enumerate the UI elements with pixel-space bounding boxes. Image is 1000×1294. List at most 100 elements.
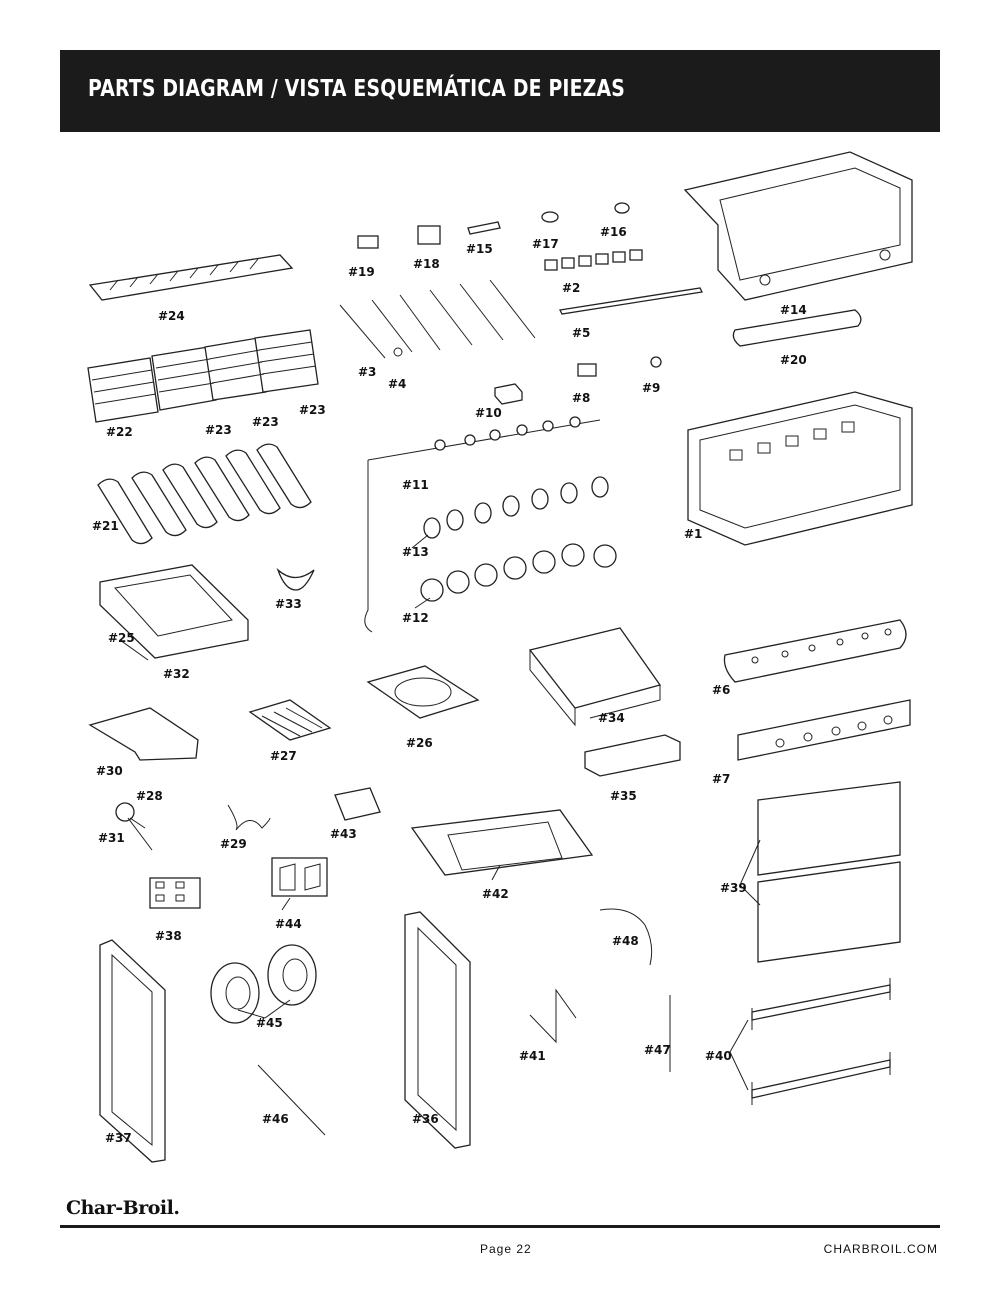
- label-part-23a: #23: [205, 423, 232, 437]
- part-41: [529, 988, 577, 1044]
- part-tray-26: [366, 665, 480, 719]
- label-part-27: #27: [270, 749, 297, 763]
- label-part-8: #8: [572, 391, 590, 405]
- part-hardware-38: [149, 877, 201, 909]
- label-part-11: #11: [402, 478, 429, 492]
- page-title: PARTS DIAGRAM / VISTA ESQUEMÁTICA DE PIE…: [88, 76, 626, 102]
- label-part-28: #28: [136, 789, 163, 803]
- part-bezels-12: [420, 543, 617, 602]
- label-part-43: #43: [330, 827, 357, 841]
- label-part-39: #39: [720, 881, 747, 895]
- label-part-10: #10: [475, 406, 502, 420]
- label-part-5: #5: [572, 326, 590, 340]
- label-part-44: #44: [275, 917, 302, 931]
- part-side-shelf-34: [528, 627, 662, 727]
- part-brackets-44: [271, 857, 328, 897]
- label-part-38: #38: [155, 929, 182, 943]
- label-part-32: #32: [163, 667, 190, 681]
- label-part-33: #33: [275, 597, 302, 611]
- label-part-14: #14: [780, 303, 807, 317]
- label-part-12: #12: [402, 611, 429, 625]
- part-17: [541, 211, 559, 223]
- label-part-47: #47: [644, 1043, 671, 1057]
- part-wire-29: [227, 804, 271, 831]
- footer-divider: [60, 1225, 940, 1228]
- part-manifold-11: [364, 416, 601, 633]
- label-part-17: #17: [532, 237, 559, 251]
- part-35: [584, 734, 681, 777]
- part-2: [544, 249, 643, 271]
- header-bar: PARTS DIAGRAM / VISTA ESQUEMÁTICA DE PIE…: [60, 50, 940, 132]
- label-part-29: #29: [220, 837, 247, 851]
- label-part-42: #42: [482, 887, 509, 901]
- label-part-16: #16: [600, 225, 627, 239]
- part-heat-tents-21: [97, 443, 312, 545]
- part-16: [614, 202, 630, 214]
- part-axle-46: [257, 1064, 326, 1136]
- label-part-7: #7: [712, 772, 730, 786]
- label-part-3: #3: [358, 365, 376, 379]
- label-part-6: #6: [712, 683, 730, 697]
- label-part-22: #22: [106, 425, 133, 439]
- label-part-13: #13: [402, 545, 429, 559]
- char-broil-logo: Char-Broil.: [66, 1197, 180, 1219]
- label-part-31: #31: [98, 831, 125, 845]
- part-rods-40: [751, 978, 891, 1105]
- label-part-1: #1: [684, 527, 702, 541]
- label-part-9: #9: [642, 381, 660, 395]
- part-panels-39: [757, 781, 901, 963]
- part-lid-14: [683, 151, 913, 301]
- part-cooking-grates-22-23: [87, 329, 319, 423]
- part-igniter-31-28: [115, 802, 153, 851]
- part-handle-20: [732, 309, 862, 347]
- label-part-37: #37: [105, 1131, 132, 1145]
- label-part-46: #46: [262, 1112, 289, 1126]
- part-cart-frame-36: [404, 911, 471, 1149]
- part-panel-7: [737, 699, 911, 761]
- page-number: Page 22: [480, 1242, 532, 1256]
- part-control-panel-6: [723, 619, 907, 683]
- label-part-24: #24: [158, 309, 185, 323]
- part-firebox-bottom-25: [99, 564, 249, 659]
- part-10: [494, 383, 523, 405]
- label-part-25: #25: [108, 631, 135, 645]
- label-part-36: #36: [412, 1112, 439, 1126]
- part-48: [599, 908, 653, 966]
- part-cup-43: [334, 787, 381, 821]
- label-part-2: #2: [562, 281, 580, 295]
- label-part-15: #15: [466, 242, 493, 256]
- label-part-45: #45: [256, 1016, 283, 1030]
- part-grease-pan-42: [410, 809, 594, 876]
- label-part-30: #30: [96, 764, 123, 778]
- label-part-23b: #23: [252, 415, 279, 429]
- label-part-21: #21: [92, 519, 119, 533]
- label-part-35: #35: [610, 789, 637, 803]
- label-part-23c: #23: [299, 403, 326, 417]
- part-8: [577, 363, 597, 377]
- part-cart-frame-37: [99, 939, 166, 1163]
- part-rack-27: [248, 699, 332, 741]
- part-plate-30: [88, 707, 199, 761]
- part-firebox-1: [687, 391, 913, 546]
- label-part-4: #4: [388, 377, 406, 391]
- part-15: [467, 221, 501, 235]
- part-18: [417, 225, 441, 245]
- part-19: [357, 235, 379, 249]
- label-part-40: #40: [705, 1049, 732, 1063]
- part-burners-3: [339, 279, 536, 359]
- label-part-34: #34: [598, 711, 625, 725]
- label-part-26: #26: [406, 736, 433, 750]
- label-part-19: #19: [348, 265, 375, 279]
- part-knobs-13: [423, 476, 609, 539]
- label-part-20: #20: [780, 353, 807, 367]
- label-part-18: #18: [413, 257, 440, 271]
- part-33: [276, 567, 315, 591]
- label-part-41: #41: [519, 1049, 546, 1063]
- part-wheels-45: [210, 944, 317, 1024]
- website-link: CHARBROIL.COM: [823, 1242, 938, 1256]
- part-warming-rack-24: [88, 254, 294, 301]
- label-part-48: #48: [612, 934, 639, 948]
- part-9: [650, 356, 662, 368]
- part-5: [559, 287, 703, 315]
